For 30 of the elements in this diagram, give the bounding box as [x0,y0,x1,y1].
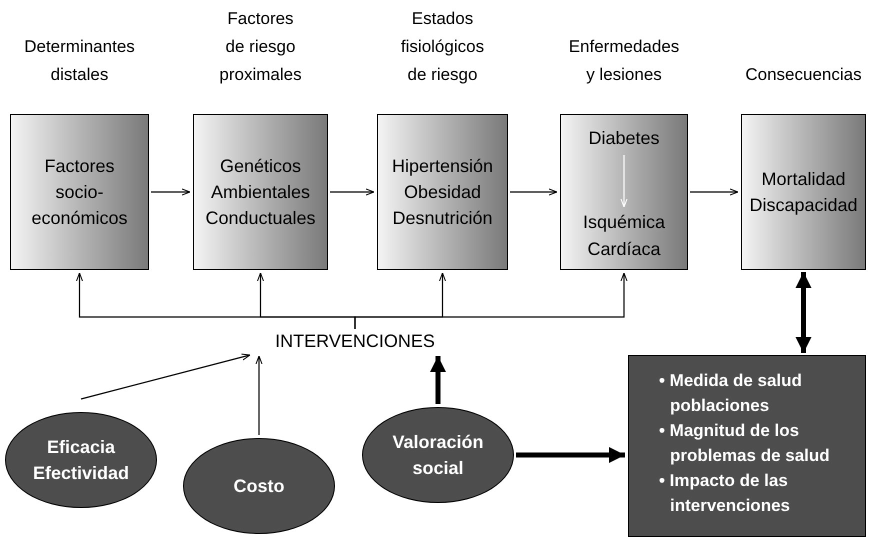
bullet-item: • Magnitud de los problemas de salud [659,420,831,467]
stage-heading: Enfermedades y lesiones [568,36,680,86]
bullet-item: • Impacto de las intervenciones [659,470,791,517]
box-text: Isquémica Cardíaca [561,209,687,263]
ellipse-text: Eficacia Efectividad [32,436,130,485]
arrow [256,356,262,435]
dark-panel [628,355,866,537]
arrow [620,155,628,208]
stage-heading: Determinantes distales [23,36,136,86]
arrow [510,188,558,196]
intervention-label: INTERVENCIONES [255,329,455,353]
stage-heading: Consecuencias [744,64,863,86]
box-text: Genéticos Ambientales Conductuales [205,155,316,230]
arrow [796,272,812,353]
arrow [330,188,374,196]
ellipse-text: Valoración social [392,431,484,480]
arrow [151,188,190,196]
stage-heading: Estados fisiológicos de riesgo [400,8,486,86]
stage-heading: Factores de riesgo proximales [218,8,303,86]
box-text: Factores socio- económicos [31,155,128,230]
arrow [516,447,625,463]
arrow [690,188,738,196]
bullet-item: • Medida de salud poblaciones [659,370,803,417]
arrow [430,356,446,404]
box-text: Mortalidad Discapacidad [749,168,858,217]
box-text: Diabetes [561,123,687,153]
ellipse-text: Costo [234,475,284,498]
arrow [80,354,250,400]
box-text: Hipertensión Obesidad Desnutrición [392,155,494,230]
arrow [354,272,628,329]
